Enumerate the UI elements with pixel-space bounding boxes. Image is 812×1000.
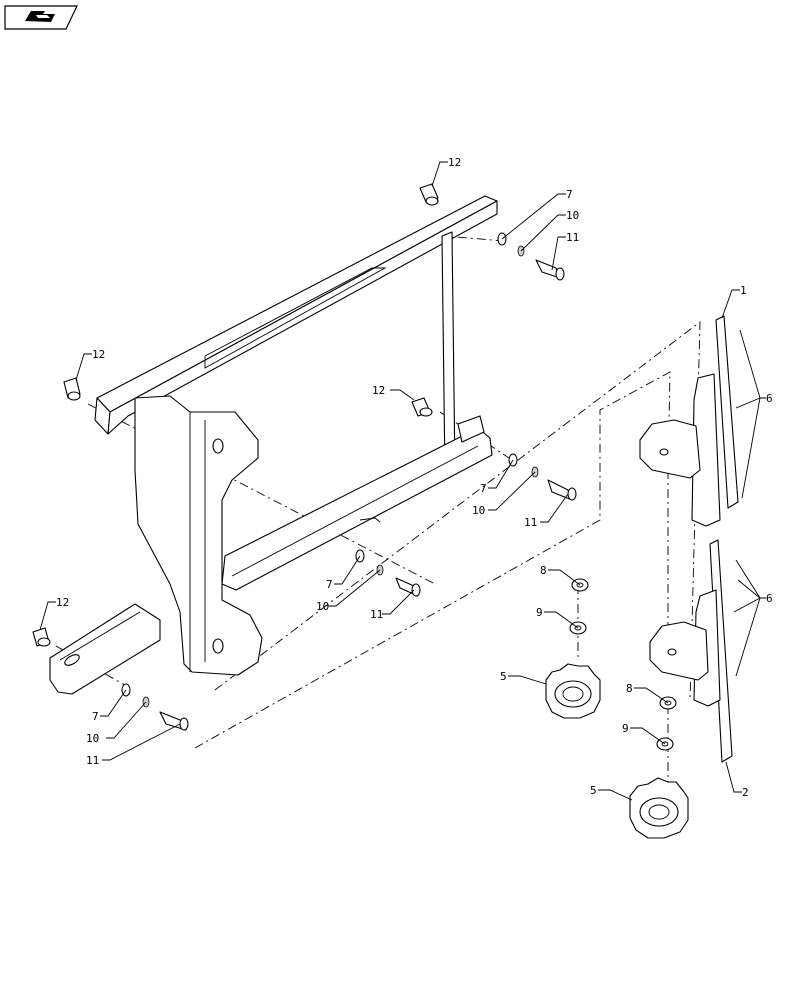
page-turn-arrow-icon[interactable] <box>4 5 78 30</box>
callout-1: 1 <box>740 284 747 297</box>
callout-7-bottom: 7 <box>92 710 99 723</box>
callout-12-bottom: 12 <box>56 596 69 609</box>
callout-8-lower: 8 <box>626 682 633 695</box>
callout-11-top: 11 <box>566 231 579 244</box>
callout-11-center: 11 <box>370 608 383 621</box>
leader-lines <box>39 161 766 801</box>
callout-6-lower: 6 <box>766 592 773 605</box>
main-frame <box>49 195 498 695</box>
bracket-1 <box>639 315 739 527</box>
callout-7-center: 7 <box>326 578 333 591</box>
callout-12-top: 12 <box>448 156 461 169</box>
callout-11-mid: 11 <box>524 516 537 529</box>
bolt-12-left <box>63 377 81 401</box>
bracket-2 <box>649 539 733 763</box>
callout-labels: 12 7 10 11 1 12 12 6 7 10 11 8 7 10 11 9… <box>56 156 773 799</box>
callout-9-lower: 9 <box>622 722 629 735</box>
callout-6-upper: 6 <box>766 392 773 405</box>
callout-2: 2 <box>742 786 749 799</box>
callout-10-center: 10 <box>316 600 329 613</box>
knob-5-upper <box>545 663 601 719</box>
callout-7-top: 7 <box>566 188 573 201</box>
callout-12-mid: 12 <box>372 384 385 397</box>
callout-10-bottom: 10 <box>86 732 99 745</box>
knob-hardware <box>545 578 689 839</box>
callout-5-lower: 5 <box>590 784 597 797</box>
callout-5-upper: 5 <box>500 670 507 683</box>
bolt-12-bottom <box>32 627 51 647</box>
brackets <box>639 315 739 763</box>
knob-5-lower <box>629 777 689 839</box>
callout-12-left: 12 <box>92 348 105 361</box>
callout-11-bottom: 11 <box>86 754 99 767</box>
flange-bolt-12-group <box>32 183 439 647</box>
bolt-12-top <box>419 183 439 206</box>
callout-10-mid: 10 <box>472 504 485 517</box>
callout-9-upper: 9 <box>536 606 543 619</box>
callout-8-upper: 8 <box>540 564 547 577</box>
bolt-12-mid <box>411 397 433 417</box>
callout-7-mid: 7 <box>480 482 487 495</box>
callout-10-top: 10 <box>566 209 579 222</box>
